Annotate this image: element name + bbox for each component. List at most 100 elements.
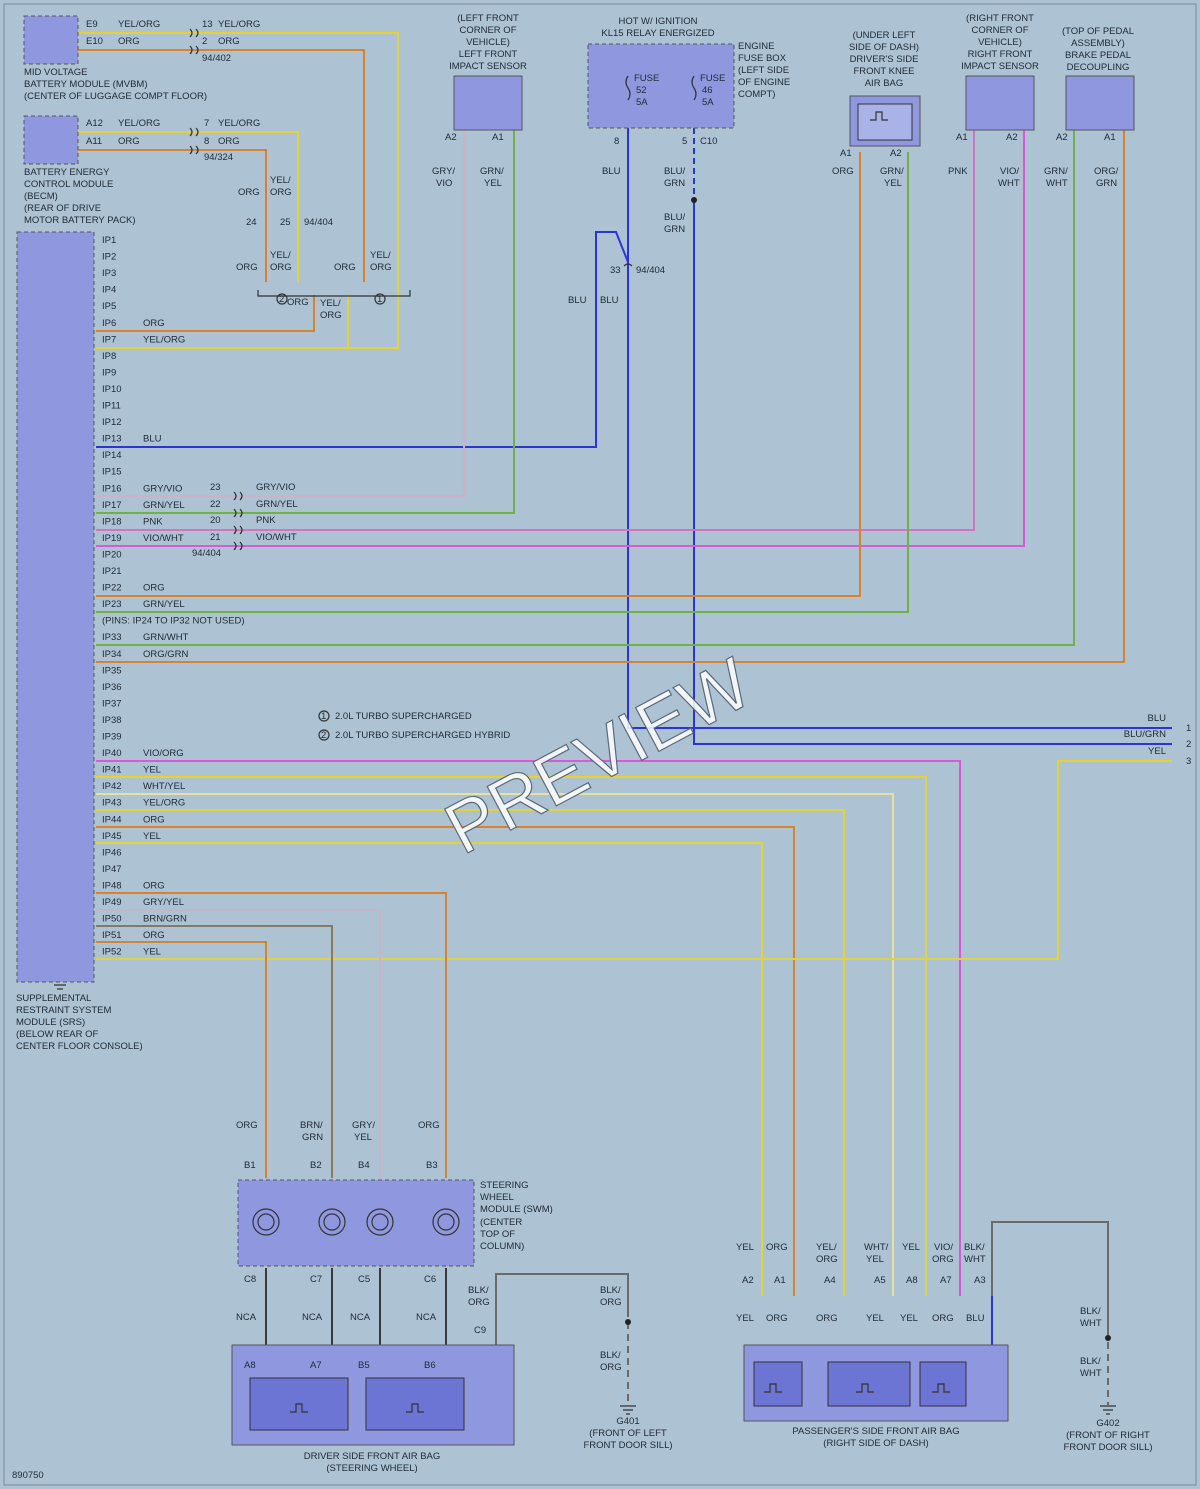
srs-pin-wire-ip52: YEL (143, 947, 161, 958)
note-1-text: 2.0L TURBO SUPERCHARGED (335, 711, 472, 722)
srs-label-2: RESTRAINT SYSTEM (16, 1005, 111, 1016)
swm-pin-b2: B2 (310, 1160, 322, 1171)
becm-label-2: CONTROL MODULE (24, 179, 113, 190)
srs-pin-ip22: IP22 (102, 583, 122, 594)
rf-sensor-label-3: VEHICLE) (978, 37, 1022, 48)
srs-pin-ip36: IP36 (102, 682, 122, 693)
clockspring-2-icon (318, 1208, 346, 1236)
srs-pin-ip35: IP35 (102, 665, 122, 676)
rf-sensor-label-1: (RIGHT FRONT (966, 13, 1034, 24)
relay-label-2: KL15 RELAY ENERGIZED (601, 28, 714, 39)
srs-pin-ip5: IP5 (102, 301, 116, 312)
fuse52-label-3: 5A (636, 97, 648, 108)
ground-g401-icon (620, 1405, 636, 1415)
splice-conn-25: 25 (280, 217, 291, 228)
srs-pin-ip42: IP42 (102, 781, 122, 792)
inline-conn-23: 23 (210, 482, 221, 493)
inline-conn-21: 21 (210, 532, 221, 543)
lf-wire-grn: GRN/ (480, 166, 504, 177)
g402-wire-wht-2: WHT (1080, 1368, 1102, 1379)
pass-pin-a8: A8 (906, 1275, 918, 1286)
pedal-pin-a1: A1 (1104, 132, 1116, 143)
srs-pin-ip47: IP47 (102, 864, 122, 875)
ground-g402-icon (1100, 1405, 1116, 1415)
becm-conn-wire-1: YEL/ORG (218, 118, 260, 129)
srs-pin-ip7: IP7 (102, 334, 116, 345)
splice-note-2-icon (276, 293, 288, 305)
rf-sensor-label-4: RIGHT FRONT (968, 49, 1033, 60)
rf-wire-wht: WHT (998, 178, 1020, 189)
pass-wire-wht-2: WHT (964, 1254, 986, 1265)
srs-pin-ip23: IP23 (102, 599, 122, 610)
lf-wire-vio: VIO (436, 178, 452, 189)
srs-module-box (16, 231, 95, 983)
srs-pin-ip9: IP9 (102, 367, 116, 378)
inline-conn-22-icon (233, 508, 243, 518)
knee-wire-grn: GRN/ (880, 166, 904, 177)
mvbm-conn-id: 94/402 (202, 53, 231, 64)
rf-wire-vio: VIO/ (1000, 166, 1019, 177)
pedal-wire-org: ORG/ (1094, 166, 1119, 177)
srs-pin-ip45: IP45 (102, 831, 122, 842)
wire-becm-yelorg (78, 131, 299, 282)
fuse52-label-1: FUSE (634, 73, 659, 84)
knee-wire-org: ORG (832, 166, 854, 177)
note-1-num: 1 (321, 711, 326, 722)
pedal-label-3: BRAKE PEDAL (1065, 50, 1131, 61)
pass-squib-2 (827, 1361, 911, 1407)
fuse46-label-3: 5A (702, 97, 714, 108)
mvbm-label-2: BATTERY MODULE (MVBM) (24, 79, 148, 90)
swm-label-4: (CENTER (480, 1217, 522, 1228)
fuse-out-conn: C10 (700, 136, 717, 147)
mvbm-conn-13-icon (189, 28, 199, 38)
splice-dot-g402 (1105, 1335, 1111, 1341)
fusebox-label-2: FUSE BOX (738, 53, 787, 64)
fuse52-label-2: 52 (636, 85, 647, 96)
pass-wire-org-bot: ORG (766, 1313, 788, 1324)
swm-wire-org-1: ORG (236, 1120, 258, 1131)
srs-label-1: SUPPLEMENTAL (16, 993, 91, 1004)
pass-wire-yel-bot-2: YEL (866, 1313, 884, 1324)
srs-pin-ip38: IP38 (102, 715, 122, 726)
srs-pin-ip11: IP11 (102, 401, 121, 412)
squib-1-icon (290, 1403, 308, 1413)
rf-sensor-label-2: CORNER OF (972, 25, 1029, 36)
ground-srs-icon (54, 984, 66, 990)
inline-conn-20-icon (233, 525, 243, 535)
pedal-pin-a2: A2 (1056, 132, 1068, 143)
clockspring-1-icon (252, 1208, 280, 1236)
becm-conn-7: 7 (204, 118, 209, 129)
lf-sensor-label-2: CORNER OF (460, 25, 517, 36)
srs-pin-wire-ip49: GRY/YEL (143, 897, 184, 908)
component-labels: MID VOLTAGE BATTERY MODULE (MVBM) (CENTE… (12, 13, 1153, 1481)
lf-sensor-label-3: VEHICLE) (466, 37, 510, 48)
srs-pin-ip3: IP3 (102, 268, 116, 279)
wire-ip19-viowht (96, 130, 1025, 547)
fuse-52-icon (625, 75, 631, 101)
swm-label-5: TOP OF (480, 1229, 515, 1240)
splice-dot-c10 (691, 197, 697, 203)
pass-wire-blk: BLK/ (964, 1242, 985, 1253)
wires (78, 32, 1172, 1405)
wire-mvbm-yelorg (78, 32, 399, 349)
wire-ip22-org (96, 152, 861, 597)
srs-pin-ip21: IP21 (102, 566, 122, 577)
srs-pin-wire-ip40: VIO/ORG (143, 748, 184, 759)
srs-label-3: MODULE (SRS) (16, 1017, 85, 1028)
exit-num-3: 3 (1186, 756, 1191, 767)
note-2-text: 2.0L TURBO SUPERCHARGED HYBRID (335, 730, 510, 741)
splice-note-1-icon (374, 293, 386, 305)
wire-a3-blkwht (991, 1221, 1109, 1330)
srs-pin-ip13: IP13 (102, 434, 122, 445)
srs-pin-ip1: IP1 (102, 235, 116, 246)
pass-pin-a4: A4 (824, 1275, 836, 1286)
exit-num-2: 2 (1186, 739, 1191, 750)
driver-pin-a7: A7 (310, 1360, 322, 1371)
mvbm-wire-1: YEL/ORG (118, 19, 160, 30)
srs-pin-wire-ip6: ORG (143, 318, 165, 329)
wire-ip40-vioorg (96, 760, 961, 1296)
pedal-box (1065, 75, 1135, 131)
srs-pin-wire-ip45: YEL (143, 831, 161, 842)
